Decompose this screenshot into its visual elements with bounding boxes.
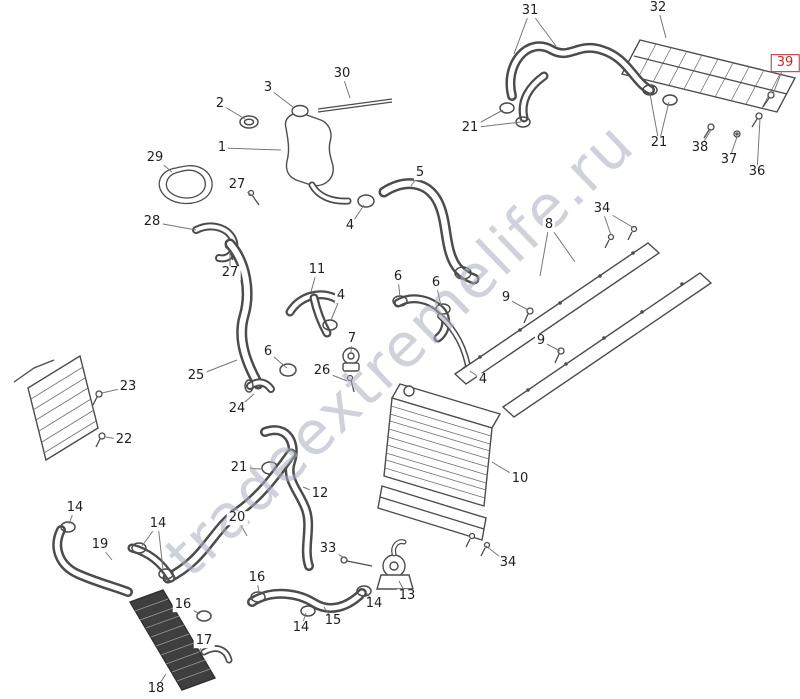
thermostat-fitting-illustration: [279, 347, 360, 393]
callout-31: 31: [519, 3, 541, 19]
callout-34: 34: [497, 555, 519, 571]
callout-23: 23: [117, 379, 139, 395]
callout-20: 20: [226, 510, 248, 526]
callout-16: 16: [172, 597, 194, 613]
radiator-inlet-hose-illustration: [378, 178, 480, 285]
water-pump-fitting-illustration: [340, 539, 414, 590]
left-oil-cooler-illustration: [13, 354, 106, 462]
coolant-reservoir-illustration: [239, 98, 393, 208]
callout-19: 19: [89, 537, 111, 553]
callout-14: 14: [290, 620, 312, 636]
callout-22: 22: [113, 432, 135, 448]
callout-7: 7: [345, 331, 359, 347]
callout-14: 14: [363, 596, 385, 612]
callout-39: 39: [770, 54, 800, 72]
callout-29: 29: [144, 150, 166, 166]
callout-11: 11: [306, 262, 328, 278]
callout-16: 16: [246, 570, 268, 586]
bottom-left-hoses-illustration: [52, 521, 176, 597]
elbow-fitting-illustration: [244, 378, 275, 393]
callout-21: 21: [228, 460, 250, 476]
long-left-hose-illustration: [224, 238, 264, 390]
callout-27: 27: [219, 265, 241, 281]
bottom-cooler-illustration: [128, 589, 233, 691]
callout-18: 18: [145, 681, 167, 697]
heat-shield-strips-illustration: [453, 225, 713, 418]
callout-34: 34: [591, 201, 613, 217]
y-hose-illustration: [285, 290, 342, 338]
callout-4: 4: [343, 218, 357, 234]
callout-1: 1: [215, 140, 229, 156]
callout-3: 3: [261, 80, 275, 96]
callout-15: 15: [322, 613, 344, 629]
callout-6: 6: [261, 344, 275, 360]
callout-21: 21: [648, 135, 670, 151]
drive-belt-illustration: [158, 165, 213, 205]
callout-10: 10: [509, 471, 531, 487]
callout-12: 12: [309, 486, 331, 502]
upper-coolant-hose-illustration: [505, 41, 655, 123]
short-hose-illustration: [392, 294, 451, 343]
main-radiator-illustration: [377, 383, 502, 557]
callout-6: 6: [391, 269, 405, 285]
callout-30: 30: [331, 66, 353, 82]
crossover-hose-illustration: [247, 585, 372, 617]
callout-4: 4: [476, 372, 490, 388]
callout-9: 9: [534, 333, 548, 349]
callout-28: 28: [141, 214, 163, 230]
callout-27: 27: [226, 177, 248, 193]
callout-14: 14: [147, 516, 169, 532]
callout-13: 13: [396, 588, 418, 604]
callout-9: 9: [499, 290, 513, 306]
callout-24: 24: [226, 401, 248, 417]
callout-17: 17: [193, 633, 215, 649]
callout-33: 33: [317, 541, 339, 557]
callout-37: 37: [718, 152, 740, 168]
callout-6: 6: [429, 275, 443, 291]
callout-26: 26: [311, 363, 333, 379]
callout-36: 36: [746, 164, 768, 180]
callout-14: 14: [64, 500, 86, 516]
callout-5: 5: [413, 165, 427, 181]
callout-32: 32: [647, 0, 669, 16]
callout-4: 4: [334, 288, 348, 304]
callout-2: 2: [213, 96, 227, 112]
callout-8: 8: [542, 217, 556, 233]
callout-38: 38: [689, 140, 711, 156]
callout-25: 25: [185, 368, 207, 384]
callout-21: 21: [459, 120, 481, 136]
